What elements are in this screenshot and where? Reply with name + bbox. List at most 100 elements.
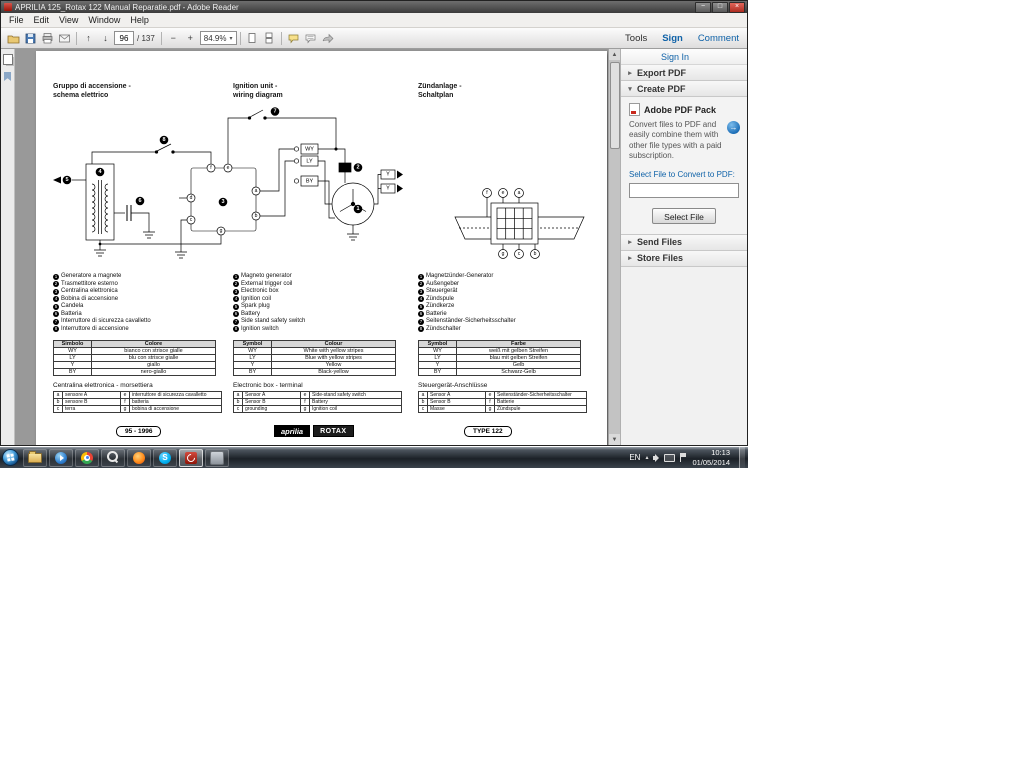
open-button[interactable] — [5, 30, 22, 46]
navigation-pane-strip — [1, 49, 15, 445]
continuous-scroll-view-button[interactable] — [261, 30, 278, 46]
page-number-input[interactable] — [114, 31, 134, 45]
taskbar-icon-search[interactable] — [101, 448, 125, 467]
menu-window[interactable]: Window — [88, 15, 121, 25]
vertical-scrollbar[interactable]: ▲ ▼ — [608, 49, 620, 445]
page-thumbnails-button[interactable] — [2, 54, 13, 65]
tab-sign[interactable]: Sign — [662, 32, 683, 44]
clock[interactable]: 10:13 01/05/2014 — [692, 448, 730, 467]
taskbar-icon-adobe-reader[interactable] — [179, 448, 203, 467]
sign-in-link[interactable]: Sign In — [661, 51, 690, 62]
adobe-reader-window: APRILIA 125_Rotax 122 Manual Reparatie.p… — [0, 0, 748, 446]
table-cell: Seitenständer-Sicherheitsschalter — [494, 391, 587, 399]
select-file-button[interactable]: Select File — [652, 207, 716, 224]
component-label: Ignition coil — [241, 295, 272, 302]
item-number-badge: 4 — [418, 296, 424, 302]
section-create-pdf[interactable]: ▾ Create PDF — [621, 81, 747, 97]
menu-edit[interactable]: Edit — [33, 15, 50, 25]
table-header-cell: Symbol — [418, 340, 457, 348]
zoom-out-button[interactable]: − — [165, 30, 182, 46]
taskbar-icon-skype[interactable] — [153, 448, 177, 467]
menu-help[interactable]: Help — [130, 15, 149, 25]
print-button[interactable] — [39, 30, 56, 46]
scroll-down-button[interactable]: ▼ — [609, 434, 620, 445]
sticky-note-button[interactable] — [285, 30, 302, 46]
skype-icon — [159, 451, 171, 464]
single-page-view-button[interactable] — [244, 30, 261, 46]
item-number-badge: 7 — [53, 318, 59, 325]
connector-pin-label: g — [502, 251, 505, 257]
network-icon[interactable] — [664, 453, 676, 462]
diagram-number-badges: 1 2 3 4 5 6 7 8 — [62, 107, 363, 214]
wire-color-labels: WY LY BY Y Y — [305, 146, 390, 191]
highlight-button[interactable] — [302, 30, 319, 46]
section-store-files[interactable]: ▸ Store Files — [621, 250, 747, 267]
scroll-up-button[interactable]: ▲ — [609, 49, 620, 60]
table-cell: Zündspule — [494, 405, 587, 413]
table-cell: c — [233, 405, 243, 413]
taskbar-icon-app[interactable] — [205, 448, 229, 467]
hidden-icons-button[interactable]: ▴ — [645, 455, 649, 461]
component-label: Interruttore di sicurezza cavalletto — [61, 318, 151, 324]
next-page-button[interactable]: ↓ — [97, 30, 114, 46]
menu-file[interactable]: File — [9, 15, 24, 25]
close-button[interactable]: × — [729, 1, 745, 13]
share-button[interactable] — [319, 30, 336, 46]
previous-page-button[interactable]: ↑ — [80, 30, 97, 46]
zoom-level-dropdown[interactable]: 84.9% ▾ — [199, 31, 237, 45]
component-label: Candela — [61, 303, 84, 309]
show-desktop-button[interactable] — [739, 447, 745, 468]
create-pdf-content: Adobe PDF Pack → Convert files to PDF an… — [621, 97, 747, 235]
connector-pin-label: b — [534, 251, 537, 257]
window-content: Gruppo di accensione - schema elettrico … — [1, 49, 747, 445]
language-indicator[interactable]: EN — [629, 453, 641, 462]
component-label: Batterie — [426, 310, 447, 317]
connector-pin-label: a — [518, 190, 521, 196]
zoom-in-button[interactable]: + — [182, 30, 199, 46]
toolbar-divider — [160, 31, 162, 45]
email-button[interactable] — [56, 30, 73, 46]
section-export-pdf[interactable]: ▸ Export PDF — [621, 65, 747, 81]
section-send-files[interactable]: ▸ Send Files — [621, 234, 747, 251]
minimize-button[interactable]: − — [695, 1, 711, 13]
action-center-flag-icon[interactable] — [680, 453, 687, 462]
save-button[interactable] — [22, 30, 39, 46]
maximize-button[interactable]: □ — [712, 1, 728, 13]
wire-color-label: WY — [305, 146, 314, 152]
chevron-right-icon: ▸ — [628, 69, 632, 77]
tab-tools[interactable]: Tools — [625, 32, 648, 44]
taskbar-icon-media-player[interactable] — [49, 448, 73, 467]
bookmarks-button[interactable] — [4, 72, 11, 81]
table-cell: sensore B — [62, 398, 121, 406]
volume-icon[interactable] — [653, 453, 660, 462]
start-button[interactable] — [2, 449, 19, 466]
folder-open-icon — [7, 35, 20, 43]
windows-flag-icon — [6, 453, 15, 462]
ground-symbol — [347, 233, 359, 241]
diagram-terminal-label: f — [210, 165, 212, 171]
tab-comment[interactable]: Comment — [697, 32, 739, 44]
taskbar-icon-chrome[interactable] — [75, 448, 99, 467]
table-cell: BY — [53, 368, 92, 376]
taskbar-icon-explorer[interactable] — [23, 448, 47, 467]
scroll-thumb[interactable] — [610, 62, 620, 149]
section-label: Create PDF — [637, 83, 686, 94]
component-label: Magnetzünder-Generator — [426, 273, 494, 279]
file-to-convert-input[interactable] — [629, 182, 739, 198]
heading-english: Ignition unit - wiring diagram — [233, 83, 283, 100]
taskbar-icon-firefox[interactable] — [127, 448, 151, 467]
diagram-number-badge: 1 — [356, 206, 359, 212]
menu-view[interactable]: View — [59, 15, 79, 25]
item-number-badge: 6 — [233, 311, 239, 317]
